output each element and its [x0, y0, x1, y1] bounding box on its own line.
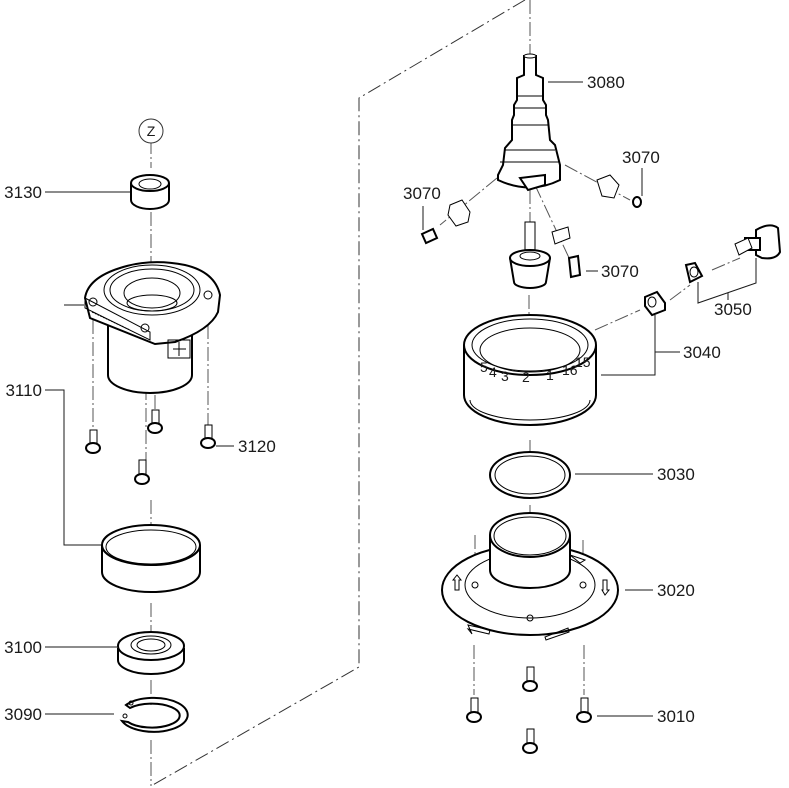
- label-3070-right: 3070: [622, 148, 660, 167]
- label-3120: 3120: [238, 437, 276, 456]
- detail-marker-z: Z: [138, 118, 164, 144]
- part-3020-base-flange: [441, 512, 619, 641]
- assembly-boundary: [150, 0, 526, 787]
- screw: [466, 697, 482, 723]
- screw: [420, 227, 439, 245]
- part-3090-retaining-ring: [119, 696, 189, 733]
- label-3070-left: 3070: [403, 184, 441, 203]
- left-axis: [92, 140, 209, 786]
- part-3040-spacer: [644, 290, 666, 317]
- screw: [200, 424, 216, 449]
- part-3110-housing: [83, 261, 222, 394]
- screw: [576, 697, 592, 723]
- part-center-pin: [509, 221, 551, 289]
- label-3030: 3030: [657, 465, 695, 484]
- label-3130: 3130: [4, 183, 42, 202]
- detail-marker-label: Z: [147, 123, 156, 139]
- part-3100-bearing: [117, 631, 185, 675]
- part-3110-sleeve: [101, 524, 201, 593]
- label-3100: 3100: [4, 638, 42, 657]
- screw: [147, 409, 163, 434]
- label-3020: 3020: [657, 581, 695, 600]
- right-leaders: [422, 81, 757, 717]
- label-3050: 3050: [714, 300, 752, 319]
- screw: [85, 429, 101, 454]
- scale-mark: 2: [522, 369, 530, 385]
- scale-mark: 5: [480, 359, 488, 375]
- screw: [632, 196, 642, 208]
- part-3070-clamps: [420, 174, 642, 279]
- part-3040-scale-ring: 5 4 3 2 1 16 15: [463, 314, 597, 426]
- part-3050-knob: [684, 224, 782, 284]
- part-3010-screws: [466, 666, 592, 754]
- part-3120-screws: [85, 409, 216, 485]
- part-3030-o-ring: [489, 451, 571, 499]
- label-3010: 3010: [657, 707, 695, 726]
- part-3080-shaft: [497, 53, 561, 192]
- scale-mark: 4: [489, 364, 497, 380]
- label-3080: 3080: [587, 73, 625, 92]
- scale-mark: 3: [501, 368, 509, 384]
- label-3110: 3110: [5, 381, 42, 400]
- part-3130-bushing: [130, 174, 170, 210]
- label-3040: 3040: [683, 343, 721, 362]
- screw: [522, 728, 538, 754]
- label-3090: 3090: [4, 705, 42, 724]
- scale-mark: 16: [562, 362, 578, 378]
- screw: [567, 254, 582, 279]
- screw: [522, 666, 538, 692]
- screw: [134, 459, 150, 485]
- scale-mark: 1: [546, 367, 554, 383]
- label-3070-lower: 3070: [601, 262, 639, 281]
- scale-mark: 15: [575, 354, 591, 370]
- left-leaders: [45, 191, 234, 715]
